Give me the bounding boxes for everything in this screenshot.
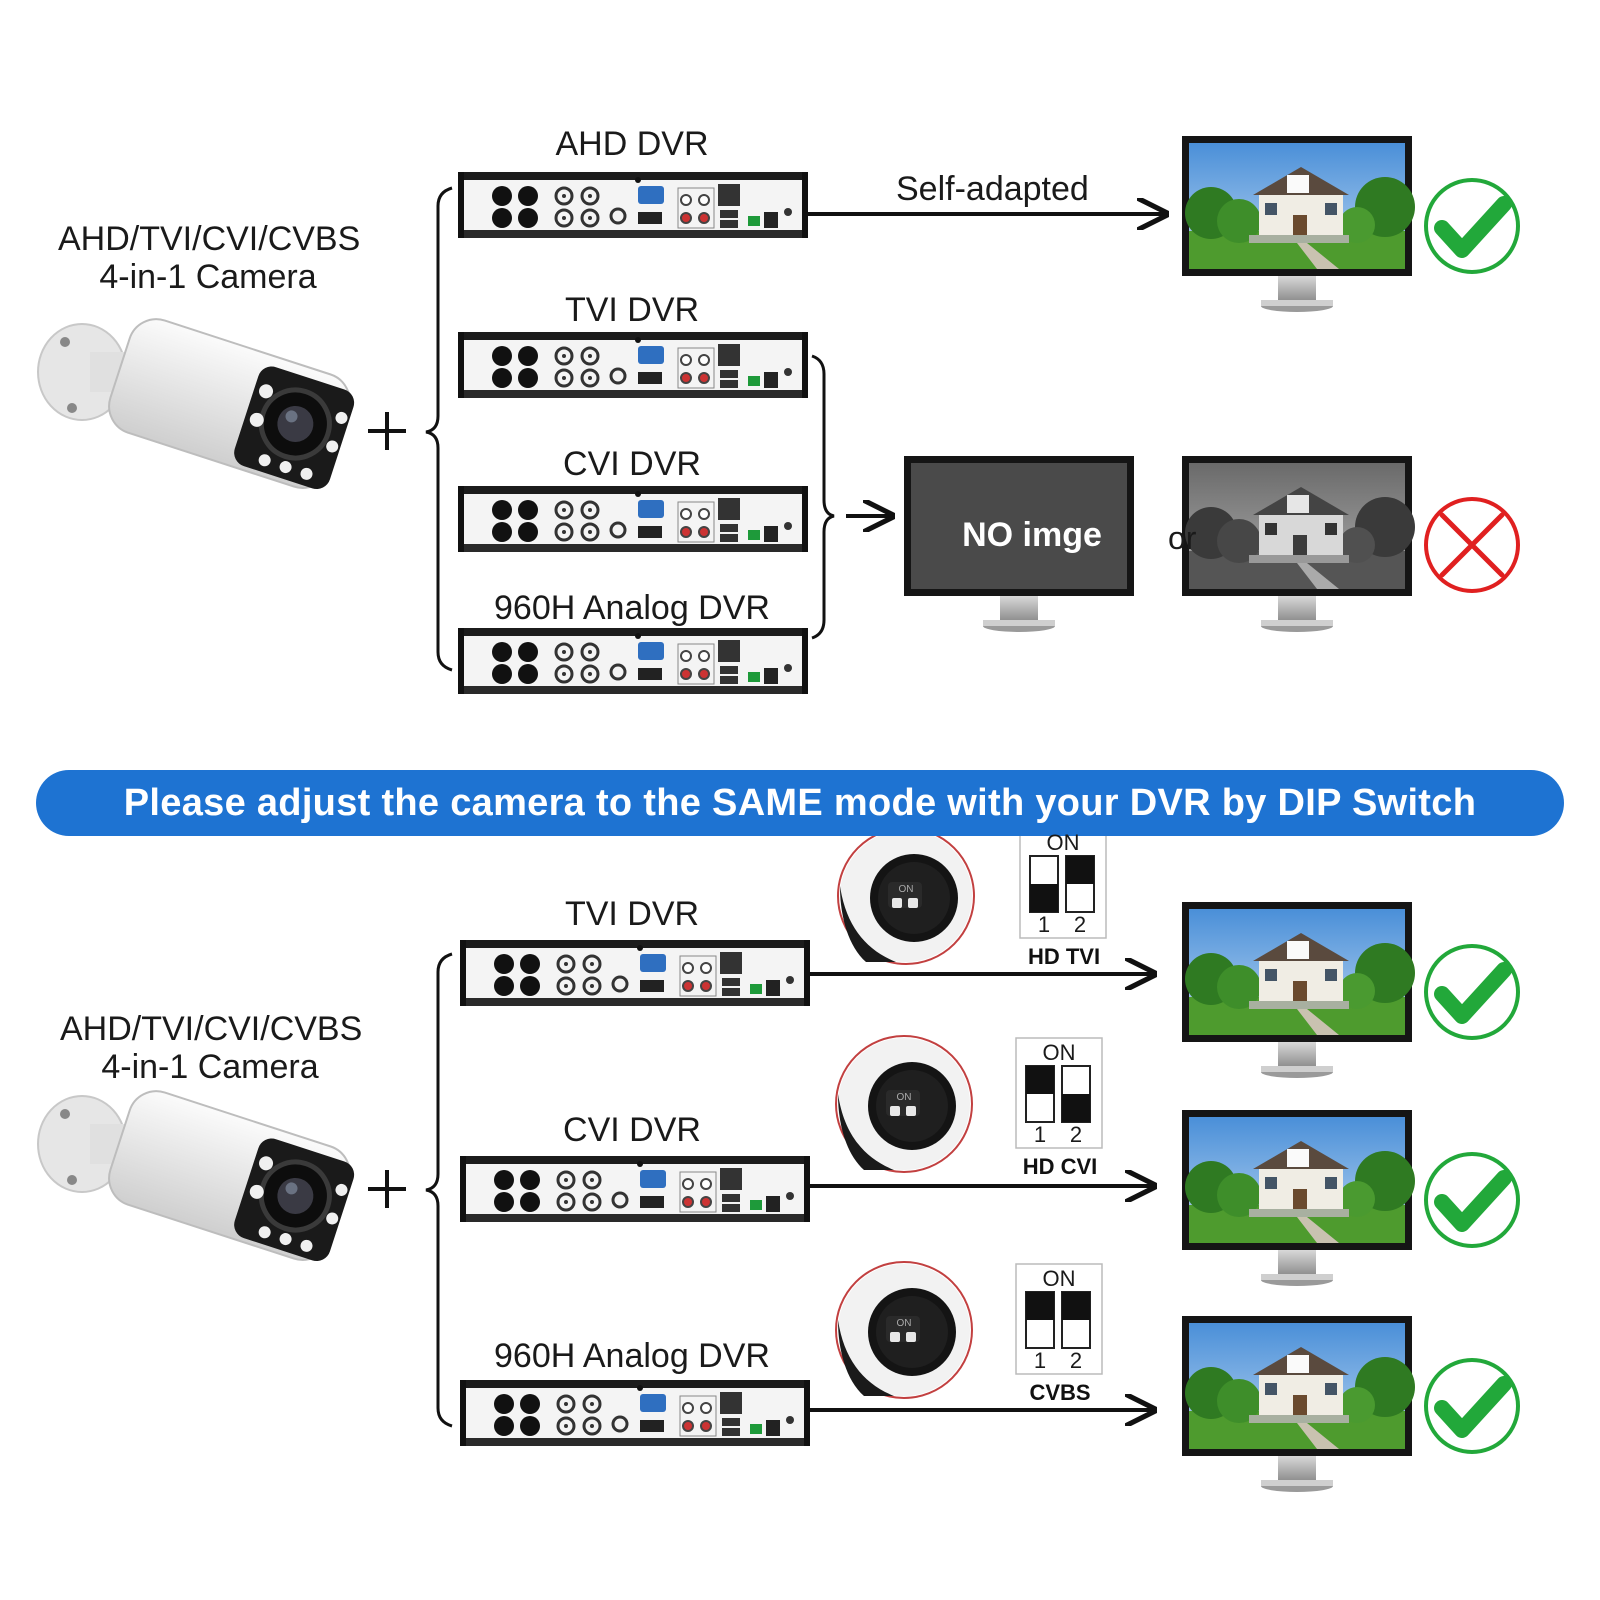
left-brace xyxy=(425,186,453,672)
monitor-icon xyxy=(1182,1110,1415,1286)
left-brace xyxy=(425,952,453,1428)
dip-num-2: 2 xyxy=(1069,1122,1083,1147)
dip-switch-icon xyxy=(1019,827,1107,939)
camera-label-line2: 4-in-1 Camera xyxy=(99,258,317,296)
dip-on-label: ON xyxy=(1046,830,1080,855)
check-icon xyxy=(1426,180,1518,272)
dip-num-1: 1 xyxy=(1033,1122,1047,1147)
dvr-icon xyxy=(458,1378,812,1448)
dvr-label-ahd: AHD DVR xyxy=(555,125,709,163)
mode-label-hd-cvi: HD CVI xyxy=(1022,1154,1098,1179)
dip-num-1: 1 xyxy=(1037,912,1051,937)
camera-label-line1: AHD/TVI/CVI/CVBS xyxy=(60,1010,363,1048)
check-icon xyxy=(1426,1360,1518,1452)
monitor-icon xyxy=(1182,456,1415,632)
or-text: or xyxy=(1168,520,1197,556)
self-adapted-label: Self-adapted xyxy=(896,170,1089,208)
check-icon xyxy=(1426,1154,1518,1246)
dvr-icon xyxy=(456,484,810,554)
plus-icon xyxy=(368,1170,406,1208)
dvr-label-cvi: CVI DVR xyxy=(563,445,701,483)
monitor-icon xyxy=(1182,136,1415,312)
dvr-icon xyxy=(458,938,812,1008)
dip-num-2: 2 xyxy=(1069,1348,1083,1373)
no-image-text: NO imge xyxy=(962,516,1102,554)
dvr-label-tvi: TVI DVR xyxy=(564,291,700,329)
right-brace xyxy=(811,354,835,640)
dvr-label-960h: 960H Analog DVR xyxy=(494,1337,770,1375)
dip-on-label: ON xyxy=(1042,1266,1076,1291)
camera-icon xyxy=(38,1084,361,1269)
camera-label-line2: 4-in-1 Camera xyxy=(101,1048,319,1086)
camera-icon xyxy=(38,312,361,497)
monitor-icon xyxy=(904,456,1134,632)
check-icon xyxy=(1426,946,1518,1038)
dip-switch-closeup-icon xyxy=(835,1261,973,1399)
dip-switch-closeup-icon xyxy=(835,1035,973,1173)
cross-icon xyxy=(1426,499,1518,591)
dip-num-1: 1 xyxy=(1033,1348,1047,1373)
dvr-label-tvi: TVI DVR xyxy=(564,895,700,933)
plus-icon xyxy=(368,412,406,450)
camera-label-line1: AHD/TVI/CVI/CVBS xyxy=(58,220,361,258)
dvr-label-960h: 960H Analog DVR xyxy=(494,589,770,627)
dvr-icon xyxy=(458,1154,812,1224)
mode-label-hd-tvi: HD TVI xyxy=(1027,944,1101,969)
dvr-icon xyxy=(456,170,810,240)
dip-num-2: 2 xyxy=(1073,912,1087,937)
dvr-icon xyxy=(456,330,810,400)
dip-switch-closeup-icon xyxy=(837,827,975,965)
instruction-banner: Please adjust the camera to the SAME mod… xyxy=(36,770,1564,836)
dip-switch-icon xyxy=(1015,1037,1103,1149)
dip-switch-icon xyxy=(1015,1263,1103,1375)
mode-label-cvbs: CVBS xyxy=(1029,1380,1091,1405)
dvr-label-cvi: CVI DVR xyxy=(563,1111,701,1149)
dip-on-label: ON xyxy=(1042,1040,1076,1065)
monitor-icon xyxy=(1182,902,1415,1078)
dvr-icon xyxy=(456,626,810,696)
monitor-icon xyxy=(1182,1316,1415,1492)
